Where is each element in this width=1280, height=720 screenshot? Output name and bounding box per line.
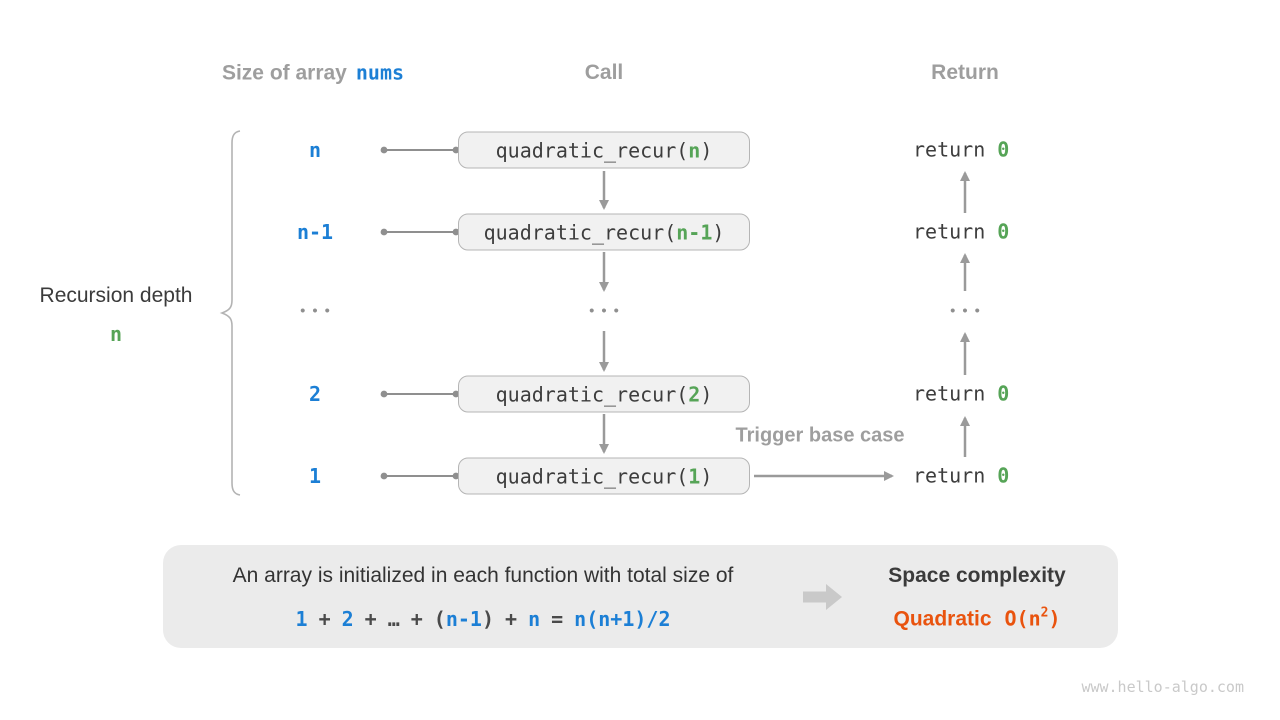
- summary-equation: 1 + 2 + … + (n-1) + n = n(n+1)/2: [296, 607, 671, 631]
- call-arg: 2: [688, 382, 701, 406]
- trigger-base-case-label: Trigger base case: [735, 424, 905, 447]
- eq-plus: +: [505, 607, 518, 631]
- eq-close-paren: ): [481, 607, 495, 631]
- big-o-exponent: 2: [1040, 605, 1049, 621]
- size-label-n: n: [308, 138, 322, 162]
- size-label-1: 1: [308, 464, 322, 488]
- recursion-depth-label: Recursion depth: [39, 284, 193, 307]
- eq-term: 1: [295, 607, 308, 631]
- header-return: Return: [931, 61, 999, 84]
- call-text: quadratic_recur(: [495, 382, 689, 406]
- call-text: quadratic_recur(: [483, 220, 677, 244]
- connector-line: [380, 146, 460, 154]
- big-o-prefix: O(n: [1004, 606, 1041, 631]
- site-watermark: www.hello-algo.com: [1081, 678, 1244, 696]
- eq-term-group: (n-1): [434, 607, 494, 631]
- recursion-depth-brace-icon: [219, 130, 241, 496]
- eq-term: 2: [341, 607, 354, 631]
- complexity-class-label: Quadratic: [893, 607, 992, 631]
- header-size-prefix: Size of array: [221, 61, 347, 85]
- call-close-paren: ): [712, 220, 725, 244]
- right-arrow-icon: [803, 584, 842, 610]
- return-keyword: return: [913, 463, 986, 488]
- big-o-suffix: ): [1048, 606, 1061, 631]
- call-text: quadratic_recur(: [495, 138, 689, 162]
- call-close-paren: ): [700, 138, 713, 162]
- size-label-n-1: n-1: [296, 220, 334, 244]
- size-ellipsis: •••: [300, 302, 337, 320]
- call-text: quadratic_recur(: [495, 464, 689, 488]
- connector-line: [380, 228, 460, 236]
- space-complexity-title: Space complexity: [888, 564, 1066, 587]
- call-close-paren: ): [700, 382, 713, 406]
- return-keyword: return: [913, 137, 986, 162]
- space-complexity-value: Quadratic O(n2): [893, 605, 1061, 632]
- return-statement: return 0: [913, 138, 1009, 163]
- big-o-notation: O(n2): [1004, 605, 1061, 631]
- call-arg: n: [688, 138, 701, 162]
- return-keyword: return: [913, 381, 986, 406]
- return-statement: return 0: [913, 382, 1009, 407]
- eq-plus: +: [364, 607, 377, 631]
- call-arg: n-1: [676, 220, 713, 244]
- call-box-n: quadratic_recur(n): [458, 131, 750, 169]
- return-value: 0: [997, 381, 1010, 406]
- return-value: 0: [997, 219, 1010, 244]
- call-ellipsis: •••: [589, 302, 626, 320]
- header-size-of-array: Size of array nums: [222, 61, 404, 86]
- eq-term: n-1: [445, 607, 482, 631]
- eq-ellipsis: …: [387, 607, 400, 631]
- return-value: 0: [997, 463, 1010, 488]
- call-close-paren: ): [700, 464, 713, 488]
- connector-line: [380, 390, 460, 398]
- call-box-2: quadratic_recur(2): [458, 375, 750, 413]
- return-ellipsis: •••: [950, 302, 987, 320]
- eq-plus: +: [318, 607, 331, 631]
- return-statement: return 0: [913, 464, 1009, 489]
- eq-plus: +: [410, 607, 423, 631]
- recursion-depth-value: n: [109, 322, 123, 346]
- call-box-1: quadratic_recur(1): [458, 457, 750, 495]
- connector-line: [380, 472, 460, 480]
- eq-open-paren: (: [433, 607, 446, 631]
- eq-result: n(n+1)/2: [574, 607, 671, 631]
- call-box-n-1: quadratic_recur(n-1): [458, 213, 750, 251]
- header-call: Call: [584, 61, 624, 84]
- header-nums-code: nums: [355, 60, 405, 85]
- call-arg: 1: [688, 464, 701, 488]
- eq-term: n: [528, 607, 541, 631]
- summary-text: An array is initialized in each function…: [232, 564, 734, 587]
- size-label-2: 2: [308, 382, 322, 406]
- return-keyword: return: [913, 219, 986, 244]
- summary-panel: An array is initialized in each function…: [163, 545, 1118, 648]
- return-statement: return 0: [913, 220, 1009, 245]
- eq-equals: =: [551, 607, 564, 631]
- return-value: 0: [997, 137, 1010, 162]
